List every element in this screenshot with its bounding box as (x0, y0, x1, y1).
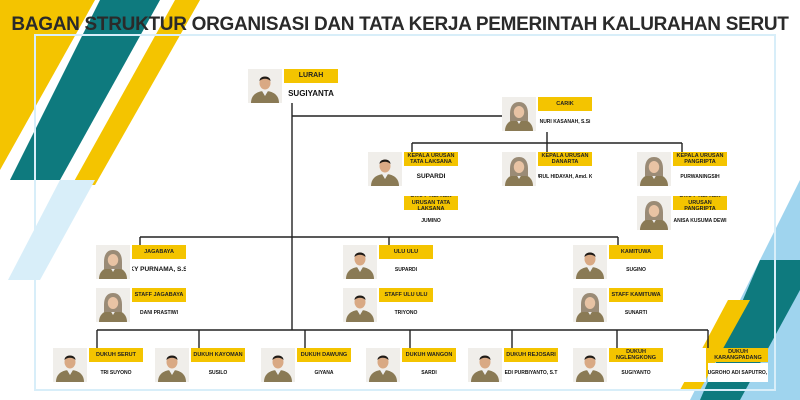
person-name: EDI PURBIYANTO, S.T (504, 363, 558, 382)
position-title: KEPALA URUSAN DANARTA (538, 152, 592, 166)
position-title: DUKUH KAYOMAN (191, 348, 245, 362)
person-name: TRI SUYONO (89, 363, 143, 382)
person-photo (468, 348, 502, 382)
person-name: DANI PRASTIWI (132, 303, 186, 322)
person-name: TRIYONO (379, 303, 433, 322)
position-title: KAMITUWA (609, 245, 663, 259)
person-name: SUGINO (609, 260, 663, 279)
position-title: KEPALA URUSAN TATA LAKSANA (404, 152, 458, 166)
person-photo (502, 97, 536, 131)
person-photo (96, 288, 130, 322)
page-title: BAGAN STRUKTUR ORGANISASI DAN TATA KERJA… (11, 14, 789, 35)
person-photo (96, 245, 130, 279)
position-title: STAFF JAGABAYA (132, 288, 186, 302)
person-photo (637, 152, 671, 186)
position-title: STAFF KEPALA URUSAN PANGRIPTA (673, 196, 727, 210)
position-card-danarta: KEPALA URUSAN DANARTANURUL HIDAYAH, Amd.… (502, 152, 592, 186)
person-photo (155, 348, 189, 382)
position-title: JAGABAYA (132, 245, 186, 259)
person-photo (573, 348, 607, 382)
person-name: RIKY PURNAMA, S.Sos (132, 260, 186, 279)
person-photo (672, 348, 706, 382)
person-name: JUMINO (404, 211, 458, 230)
position-card-jagabaya: JAGABAYARIKY PURNAMA, S.Sos (96, 245, 186, 279)
person-name: SUNARTI (609, 303, 663, 322)
person-name: NURUL HIDAYAH, Amd. Keb (538, 167, 592, 186)
person-photo (53, 348, 87, 382)
position-title: DUKUH SERUT (89, 348, 143, 362)
person-name: SARDI (402, 363, 456, 382)
position-title: CARIK (538, 97, 592, 111)
person-photo (502, 152, 536, 186)
position-title: STAFF ULU ULU (379, 288, 433, 302)
position-title: DUKUH KARANGPADANG (708, 348, 768, 362)
position-title: STAFF KEPALA URUSAN TATA LAKSANA (404, 196, 458, 210)
person-photo (343, 288, 377, 322)
position-title: DUKUH DAWUNG (297, 348, 351, 362)
position-title: DUKUH NGLENGKONG (609, 348, 663, 362)
person-photo (248, 69, 282, 103)
person-photo (366, 348, 400, 382)
person-photo (368, 152, 402, 186)
person-photo (368, 196, 402, 230)
person-photo (637, 196, 671, 230)
person-name: ANISA KUSUMA DEWI (673, 211, 727, 230)
position-title: ULU ULU (379, 245, 433, 259)
position-title: LURAH (284, 69, 338, 83)
position-title: DUKUH REJOSARI (504, 348, 558, 362)
person-name: SUGIYANTO (609, 363, 663, 382)
person-name: SUGIYANTA (284, 84, 338, 103)
position-card-dukuh-karangpadang: DUKUH KARANGPADANGNUGROHO ADI SAPUTRO, S (672, 348, 768, 382)
person-photo (343, 245, 377, 279)
position-title: DUKUH WANGON (402, 348, 456, 362)
position-title: STAFF KAMITUWA (609, 288, 663, 302)
position-title: KEPALA URUSAN PANGRIPTA (673, 152, 727, 166)
person-name: SUPARDI (379, 260, 433, 279)
person-name: SUSILO (191, 363, 245, 382)
person-name: NURI KASANAH, S.Si (538, 112, 592, 131)
person-photo (573, 288, 607, 322)
person-name: PURWANINGSIH (673, 167, 727, 186)
person-name: SUPARDI (404, 167, 458, 186)
person-name: GIYANA (297, 363, 351, 382)
person-photo (261, 348, 295, 382)
person-photo (573, 245, 607, 279)
person-name: NUGROHO ADI SAPUTRO, S (708, 363, 768, 382)
